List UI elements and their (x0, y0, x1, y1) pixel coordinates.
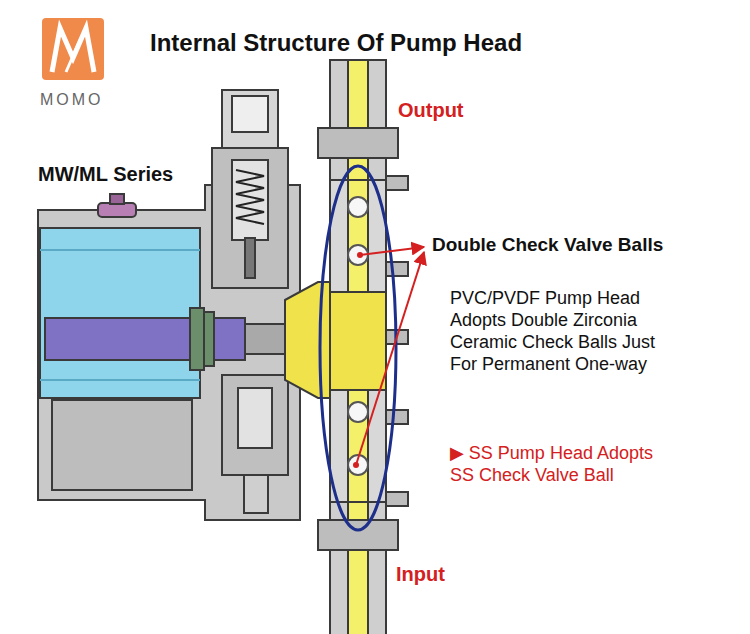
leader-line (353, 247, 424, 468)
note-text: PVC/PVDF Pump Head Adopts Double Zirconi… (450, 288, 678, 376)
pipe (318, 60, 398, 634)
plunger-shaft (45, 308, 285, 370)
output-label: Output (398, 98, 464, 122)
input-label: Input (396, 562, 445, 586)
diaphragm (285, 282, 330, 398)
note-text-red: ▶ SS Pump Head Adopts SS Check Valve Bal… (450, 443, 678, 487)
logo-mark (42, 18, 104, 80)
logo-text: MOMO (40, 90, 104, 110)
series-name: MW/ML Series (38, 162, 173, 186)
relief-valve (212, 90, 288, 288)
check-ball (348, 197, 368, 475)
title: Internal Structure Of Pump Head (150, 28, 522, 57)
lower-valve (222, 375, 288, 513)
highlight-ellipse (320, 166, 396, 530)
part-callout: Double Check Valve Balls (432, 233, 663, 256)
